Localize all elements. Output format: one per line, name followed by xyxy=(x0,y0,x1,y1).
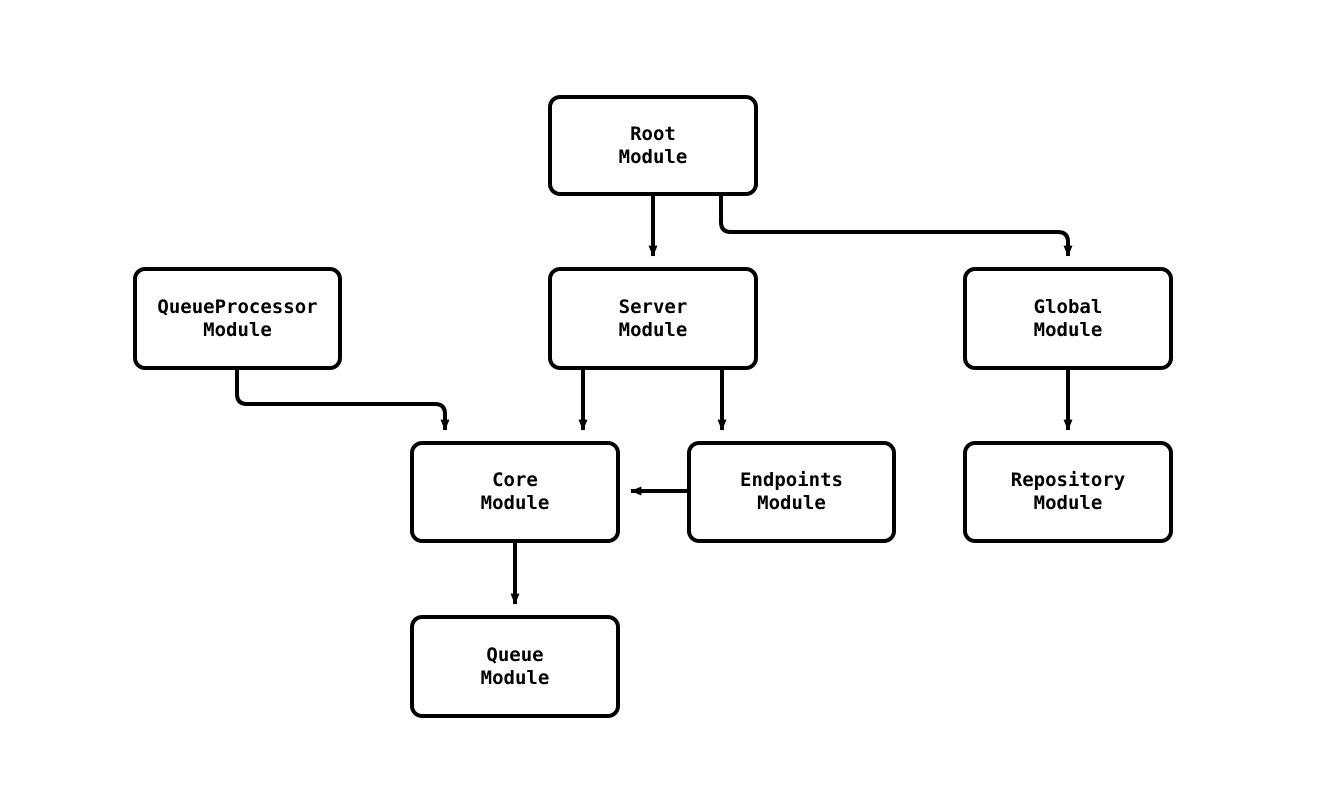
node-server-line2: Module xyxy=(618,318,688,341)
node-root-line1: Root xyxy=(630,122,676,145)
node-core-line2: Module xyxy=(480,492,550,514)
node-server-line1: Server xyxy=(618,295,688,318)
node-queue-line2: Module xyxy=(480,666,550,689)
node-queueprocessor[interactable]: QueueProcessor Module xyxy=(133,267,342,370)
node-global-line2: Module xyxy=(1033,318,1103,341)
node-repository-line1: Repository xyxy=(1010,469,1126,491)
node-global-line1: Global xyxy=(1033,295,1103,318)
node-server[interactable]: Server Module xyxy=(548,267,758,370)
node-repository[interactable]: Repository Module xyxy=(963,441,1173,543)
node-endpoints-line2: Module xyxy=(757,492,826,514)
node-queue[interactable]: Queue Module xyxy=(410,615,620,718)
edge-queueprocessor-core xyxy=(235,370,450,431)
node-core-line1: Core xyxy=(492,469,538,491)
edge-root-global xyxy=(719,196,1073,257)
node-root-line2: Module xyxy=(618,145,688,168)
node-endpoints-line1: Endpoints xyxy=(740,469,843,491)
node-queue-line1: Queue xyxy=(486,643,544,666)
node-queueprocessor-line1: QueueProcessor xyxy=(157,295,318,318)
node-queueprocessor-line2: Module xyxy=(203,318,272,341)
node-global[interactable]: Global Module xyxy=(963,267,1173,370)
node-root[interactable]: Root Module xyxy=(548,95,758,196)
node-repository-line2: Module xyxy=(1033,492,1103,514)
node-core[interactable]: Core Module xyxy=(410,441,620,543)
node-endpoints[interactable]: Endpoints Module xyxy=(687,441,896,543)
